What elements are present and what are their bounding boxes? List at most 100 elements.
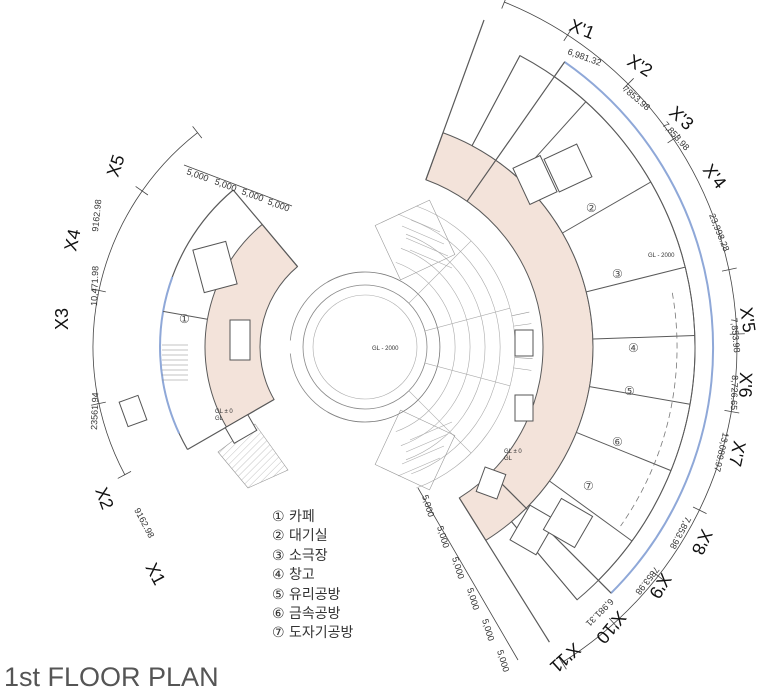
right-dim-1: 6,981.32 [566, 46, 602, 67]
room-partition-line [589, 386, 691, 405]
terrace-step-line [409, 421, 453, 441]
left-service-core [192, 240, 238, 294]
terrace-step-line [397, 457, 441, 477]
room-number-2: ② [586, 201, 597, 215]
right-dim-6: 8,726.65 [729, 375, 740, 410]
right-dim-arc [504, 1, 738, 663]
left-level-mark: GL ± 0 [215, 409, 233, 415]
left-dim-tick [135, 186, 149, 196]
seating-tier-arc [400, 248, 471, 446]
right-dim-2: 7853.98 [621, 84, 652, 113]
seating-tier-arc [411, 219, 501, 475]
room-number-3: ③ [612, 267, 623, 281]
left-top-dims: 5,000 5,000 5,000 5,000 [185, 166, 291, 213]
right-level-mark: GL ± 0 [504, 449, 522, 455]
left-top-dim-4: 5,000 [266, 196, 291, 213]
legend-item-metal-workshop: ⑥ 금속공방 [272, 606, 341, 623]
left-top-dim-line [183, 164, 293, 207]
legend-item-waiting-room: ② 대기실 [272, 528, 328, 545]
right-dim-tick [724, 409, 740, 414]
right-bottom-dim-2: 5,000 [435, 525, 451, 549]
legend-item-small-theatre: ③ 소극장 [272, 547, 328, 564]
right-bottom-dim-line [417, 487, 519, 661]
wing-end-wall [466, 61, 566, 202]
left-dim-1: 9162.98 [90, 199, 103, 232]
right-dim-tick [652, 571, 665, 582]
stair-tread-line [513, 367, 532, 371]
axis-label-x2: X2 [91, 485, 117, 513]
left-dim-tick [91, 401, 106, 406]
right-dim-tick [622, 78, 634, 90]
terrace-step-line [401, 445, 445, 465]
right-bottom-dim-3: 5,000 [450, 556, 466, 580]
axis-label-xp5: X'5 [736, 306, 759, 334]
right-bottom-dim-4: 5,000 [465, 587, 481, 611]
right-dashed-line [620, 292, 678, 527]
left-end-wall-top [232, 189, 298, 267]
right-bottom-dim-6: 5,000 [495, 649, 511, 673]
left-dim-4: 9162.98 [132, 506, 156, 539]
center-level-mark: GL - 2000 [372, 346, 399, 352]
service-core-box [475, 466, 507, 500]
right-dim-tick [563, 28, 573, 42]
seating-aisle-line [408, 240, 472, 304]
terrace-step-line [397, 213, 441, 233]
room-partition-line [586, 266, 686, 293]
axis-label-x1: X1 [141, 559, 169, 588]
stair-tread-line [514, 357, 533, 360]
left-column-box [229, 319, 251, 361]
left-glazing [159, 276, 181, 435]
service-core-box [543, 143, 593, 193]
service-core-box [542, 497, 594, 549]
deck-arc-left [289, 274, 346, 341]
right-dim-5: 7,853.98 [729, 317, 742, 353]
deck-arc-left-lower [289, 353, 346, 420]
left-top-dim-2: 5,000 [213, 176, 238, 193]
right-dim-tick [729, 333, 745, 335]
right-glazing [564, 61, 715, 594]
legend-item-glass-workshop: ⑤ 유리공방 [272, 586, 341, 603]
left-column-box [224, 414, 258, 444]
room-partition-line [562, 181, 652, 234]
left-dim-arc [92, 132, 198, 475]
room-number-7: ⑦ [583, 479, 594, 493]
axis-label-x3: X3 [52, 308, 72, 330]
seating-tier-arc [405, 233, 486, 461]
right-dim-tick [721, 267, 737, 272]
right-dim-tick [667, 134, 681, 144]
stair-tread-line [513, 323, 532, 327]
terrace-step-line [405, 237, 449, 257]
room-partition-line [576, 431, 672, 472]
terrace-block-top [374, 199, 456, 281]
seating-aisle-line [408, 390, 472, 454]
room-partition-line [592, 334, 695, 340]
terrace-step-line [405, 433, 449, 453]
terrace-block-bottom [374, 409, 456, 491]
right-dim-tick [558, 656, 567, 670]
stair-tread-line [511, 311, 530, 317]
wing-end-wall [425, 19, 485, 180]
room-number-1: ① [179, 312, 190, 326]
left-room-partition [163, 310, 208, 320]
axis-label-xp6: X'6 [735, 372, 756, 398]
right-bottom-dim-1: 5,000 [420, 494, 436, 518]
wing-end-wall [458, 497, 550, 643]
service-core-box [514, 329, 534, 357]
terrace-step-line [409, 249, 453, 269]
left-dim-tick [192, 126, 203, 139]
theatre-outer-ring [327, 271, 441, 423]
theatre-stage-ring [312, 294, 418, 400]
left-dim-tick [91, 288, 106, 293]
axis-label-xp1: X'1 [567, 15, 598, 43]
seating-tier-arc [395, 262, 456, 432]
legend-item-storage: ④ 창고 [272, 567, 315, 584]
room-number-6: ⑥ [612, 435, 623, 449]
service-core-box [512, 154, 558, 206]
room-partition-line [471, 55, 521, 146]
axis-label-x5: X5 [103, 152, 129, 179]
axis-label-x4: X4 [60, 227, 84, 253]
seating-aisle-line [424, 307, 510, 332]
theatre-inner-ring [302, 284, 428, 410]
right-bottom-dim-5: 5,000 [480, 618, 496, 642]
